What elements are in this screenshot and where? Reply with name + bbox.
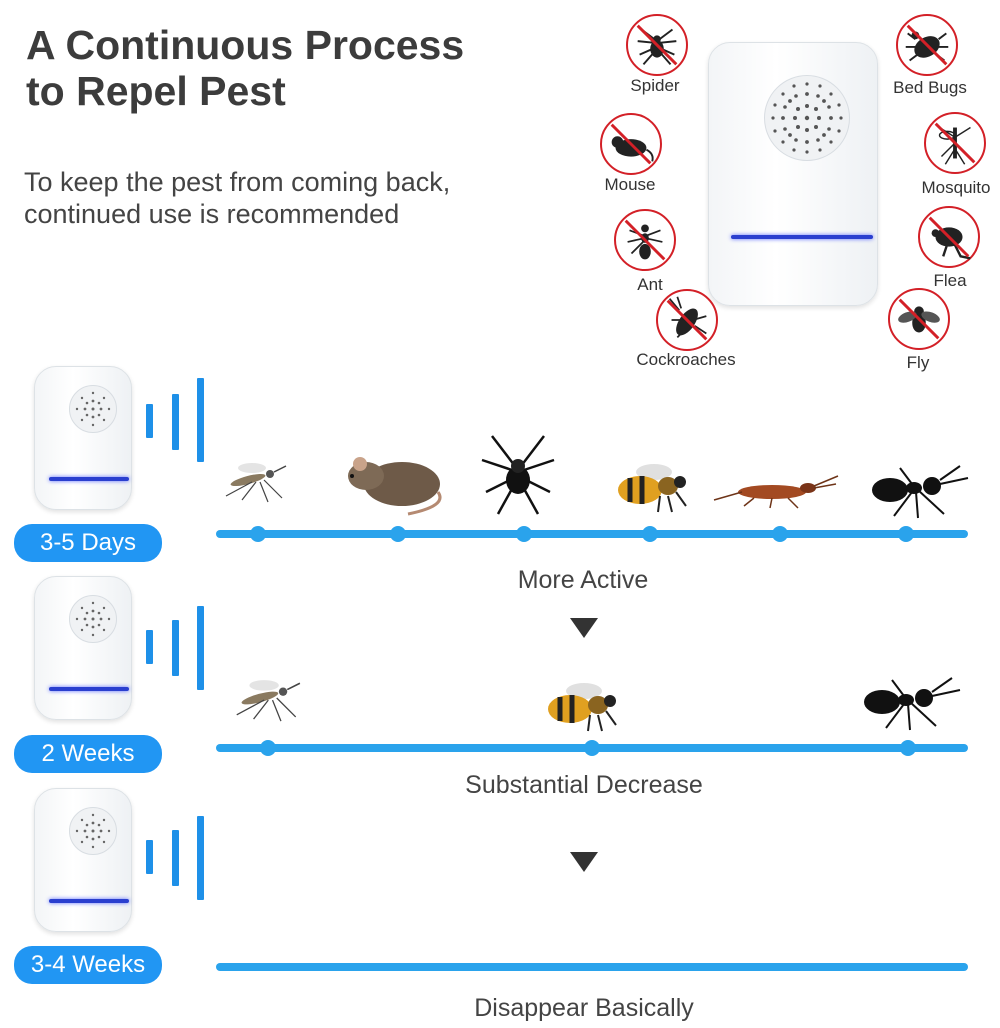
page-subtitle: To keep the pest from coming back, conti… — [24, 166, 584, 230]
ultrasonic-wave-icon — [146, 630, 153, 664]
status-label-stage-2: Substantial Decrease — [465, 771, 703, 799]
fly-label: Fly — [906, 353, 930, 372]
mouse-label: Mouse — [604, 175, 656, 194]
led-indicator — [731, 235, 873, 239]
repeller-device-stage-3 — [34, 788, 132, 932]
subtitle-line-2: continued use is recommended — [24, 199, 400, 229]
ant-icon — [856, 676, 964, 732]
down-arrow-icon — [570, 852, 598, 872]
timeline-dot — [250, 526, 266, 542]
flea-label: Flea — [933, 271, 967, 290]
speaker-grille-icon — [764, 75, 850, 161]
title-line-2: to Repel Pest — [26, 68, 286, 114]
ultrasonic-wave-icon — [172, 830, 179, 886]
mosquito-ban-icon — [924, 112, 986, 174]
led-indicator — [49, 687, 129, 691]
mosquito-label: Mosquito — [921, 178, 991, 197]
repeller-device-stage-2 — [34, 576, 132, 720]
timeline-dot — [642, 526, 658, 542]
mosquito-icon — [212, 452, 288, 508]
spider-icon — [478, 430, 558, 516]
timeline-dot — [516, 526, 532, 542]
title-line-1: A Continuous Process — [26, 22, 465, 68]
timeline-stage-3 — [216, 963, 968, 971]
down-arrow-icon — [570, 618, 598, 638]
timeline-stage-1 — [216, 530, 968, 538]
timeline-dot — [390, 526, 406, 542]
subtitle-line-1: To keep the pest from coming back, — [24, 167, 451, 197]
ultrasonic-wave-icon — [172, 620, 179, 676]
timeline-dot — [900, 740, 916, 756]
bed-bugs-label: Bed Bugs — [893, 78, 967, 97]
mouse-icon — [338, 448, 446, 516]
repeller-device-stage-1 — [34, 366, 132, 510]
ant-ban-icon — [614, 209, 676, 271]
timeline-dot — [584, 740, 600, 756]
ultrasonic-wave-icon — [197, 816, 204, 900]
speaker-grille-icon — [69, 595, 117, 643]
ultrasonic-wave-icon — [197, 378, 204, 462]
duration-badge-stage-1: 3-5 Days — [14, 524, 162, 562]
led-indicator — [49, 477, 129, 481]
spider-ban-icon — [626, 14, 688, 76]
timeline-dot — [260, 740, 276, 756]
page-title: A Continuous Process to Repel Pest — [26, 22, 586, 114]
ultrasonic-wave-icon — [146, 840, 153, 874]
ultrasonic-wave-icon — [172, 394, 179, 450]
bee-icon — [540, 674, 624, 736]
status-label-stage-3: Disappear Basically — [474, 994, 694, 1022]
bed-bug-ban-icon — [896, 14, 958, 76]
speaker-grille-icon — [69, 807, 117, 855]
mouse-ban-icon — [600, 113, 662, 175]
duration-badge-stage-2: 2 Weeks — [14, 735, 162, 773]
status-label-stage-1: More Active — [517, 566, 649, 594]
speaker-grille-icon — [69, 385, 117, 433]
cockroach-icon — [713, 470, 839, 509]
ant-icon — [864, 464, 972, 520]
timeline-dot — [898, 526, 914, 542]
ant-label: Ant — [637, 275, 663, 294]
cockroach-ban-icon — [656, 289, 718, 351]
cockroaches-label: Cockroaches — [636, 350, 736, 369]
fly-ban-icon — [888, 288, 950, 350]
ultrasonic-wave-icon — [197, 606, 204, 690]
ultrasonic-wave-icon — [146, 404, 153, 438]
timeline-dot — [772, 526, 788, 542]
repeller-device-large — [708, 42, 878, 306]
flea-ban-icon — [918, 206, 980, 268]
bee-icon — [610, 456, 694, 516]
mosquito-icon — [222, 668, 302, 728]
spider-label: Spider — [630, 76, 680, 95]
duration-badge-stage-3: 3-4 Weeks — [14, 946, 162, 984]
led-indicator — [49, 899, 129, 903]
